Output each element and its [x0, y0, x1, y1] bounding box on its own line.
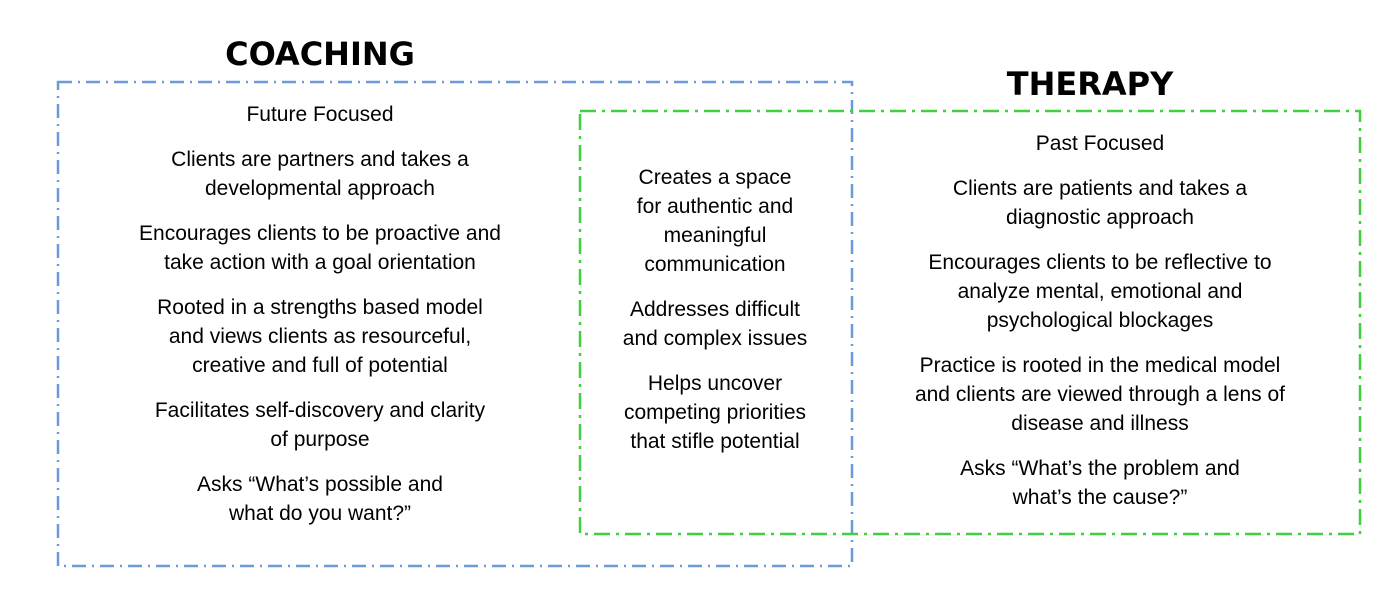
coaching-item: Rooted in a strengths based model and vi…	[157, 296, 483, 377]
overlap-list: Creates a space for authentic and meanin…	[585, 163, 845, 456]
therapy-list: Past Focused Clients are patients and ta…	[855, 129, 1345, 512]
coaching-item: Future Focused	[246, 103, 394, 126]
therapy-box	[578, 109, 1362, 536]
therapy-item: Asks “What’s the problem and what’s the …	[960, 457, 1240, 509]
coaching-item: Asks “What’s possible and what do you wa…	[197, 473, 443, 525]
coaching-title: COACHING	[225, 35, 415, 73]
coaching-list: Future Focused Clients are partners and …	[60, 100, 580, 528]
coaching-item: Encourages clients to be proactive and t…	[139, 222, 501, 274]
coaching-item: Clients are partners and takes a develop…	[171, 148, 469, 200]
therapy-item: Encourages clients to be reflective to a…	[928, 251, 1272, 332]
therapy-item: Clients are patients and takes a diagnos…	[952, 177, 1248, 229]
overlap-item: Helps uncover competing priorities that …	[623, 372, 807, 453]
therapy-title: THERAPY	[1006, 65, 1174, 103]
overlap-item: Addresses difficult and complex issues	[622, 298, 808, 350]
overlap-item: Creates a space for authentic and meanin…	[636, 166, 794, 276]
coaching-box	[56, 80, 854, 568]
therapy-item: Practice is rooted in the medical model …	[914, 354, 1286, 435]
therapy-item: Past Focused	[1035, 132, 1165, 155]
coaching-item: Facilitates self-discovery and clarity o…	[154, 399, 486, 451]
